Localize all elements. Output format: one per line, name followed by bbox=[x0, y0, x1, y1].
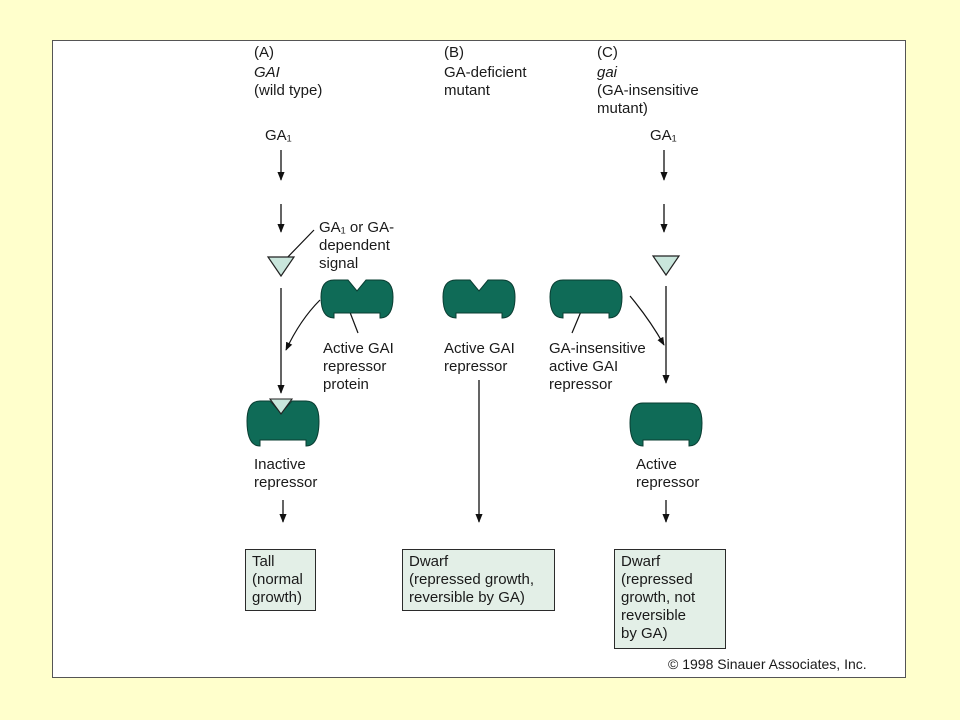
column-a-complex-label: Inactive repressor bbox=[254, 456, 318, 491]
protein-a-inactive-complex bbox=[246, 400, 320, 447]
outcome-box-a: Tall (normal growth) bbox=[245, 549, 316, 611]
column-c-gene: gai bbox=[597, 64, 618, 81]
column-c-complex-label: Active repressor bbox=[636, 456, 700, 491]
column-c-gene-note: (GA-insensitive mutant) bbox=[597, 82, 699, 117]
column-a-gene: GAI bbox=[254, 64, 280, 81]
outcome-c-text: Dwarf (repressed growth, not reversible … bbox=[621, 553, 696, 642]
column-a-signal-label: GA₁ or GA- dependent signal bbox=[319, 219, 395, 272]
ga-triangle-c bbox=[651, 255, 681, 277]
column-a-gene-note: (wild type) bbox=[254, 82, 323, 99]
outcome-box-b: Dwarf (repressed growth, reversible by G… bbox=[402, 549, 555, 611]
protein-c-insensitive bbox=[549, 279, 623, 319]
column-b-letter: (B) bbox=[444, 44, 464, 61]
protein-b-active bbox=[442, 279, 516, 319]
protein-a-active bbox=[320, 279, 394, 319]
ga-triangle-a bbox=[266, 256, 296, 278]
protein-c-active-complex bbox=[629, 402, 703, 447]
outcome-b-text: Dwarf (repressed growth, reversible by G… bbox=[409, 553, 535, 606]
outcome-box-c: Dwarf (repressed growth, not reversible … bbox=[614, 549, 726, 649]
arrow-c-protein-to-complex bbox=[629, 295, 665, 346]
arrow-a-protein-to-complex bbox=[285, 299, 321, 351]
column-c-letter: (C) bbox=[597, 44, 618, 61]
column-b-gene-note: GA-deficient mutant bbox=[444, 64, 527, 99]
column-c-signal: GA₁ bbox=[650, 127, 677, 144]
outcome-a-text: Tall (normal growth) bbox=[252, 553, 303, 606]
column-c-protein-label: GA-insensitive active GAI repressor bbox=[549, 340, 646, 393]
column-b-protein-label: Active GAI repressor bbox=[444, 340, 515, 375]
ga-triangle-bound bbox=[268, 398, 294, 415]
column-a-signal: GA₁ bbox=[265, 127, 292, 144]
column-a-letter: (A) bbox=[254, 44, 274, 61]
column-a-protein-label: Active GAI repressor protein bbox=[323, 340, 394, 393]
copyright-notice: © 1998 Sinauer Associates, Inc. bbox=[668, 656, 867, 672]
